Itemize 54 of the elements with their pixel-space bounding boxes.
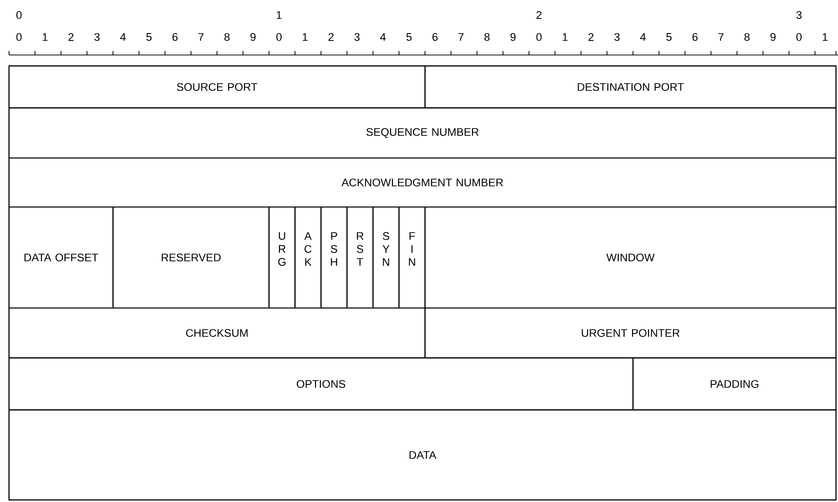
field-cell: WINDOW — [424, 206, 837, 309]
field-cell: RESERVED — [112, 206, 270, 309]
bit-number: 1 — [562, 33, 568, 41]
bit-number: 0 — [796, 33, 802, 41]
bit-number: 2 — [588, 33, 594, 41]
field-cell: DESTINATION PORT — [424, 65, 837, 109]
bit-number: 9 — [510, 33, 516, 41]
bit-number: 8 — [484, 33, 490, 41]
bit-number: 2 — [536, 11, 542, 19]
field-cell: PADDING — [632, 357, 837, 411]
bit-number: 6 — [692, 33, 698, 41]
bit-number: 2 — [328, 33, 334, 41]
flag-cell: FIN — [398, 206, 426, 309]
bit-number: 1 — [42, 33, 48, 41]
bit-number: 7 — [198, 33, 204, 41]
bit-number: 1 — [276, 11, 282, 19]
bit-number: 8 — [744, 33, 750, 41]
bit-number: 4 — [640, 33, 646, 41]
flag-cell: PSH — [320, 206, 348, 309]
bit-number: 5 — [406, 33, 412, 41]
bit-number: 3 — [796, 11, 802, 19]
flag-cell: SYN — [372, 206, 400, 309]
bit-number: 1 — [302, 33, 308, 41]
bit-number: 4 — [380, 33, 386, 41]
bit-number: 6 — [172, 33, 178, 41]
bit-number: 1 — [822, 33, 828, 41]
bit-number: 8 — [224, 33, 230, 41]
field-cell: SOURCE PORT — [8, 65, 426, 109]
bit-number: 0 — [276, 33, 282, 41]
bit-number: 4 — [120, 33, 126, 41]
field-cell: SEQUENCE NUMBER — [8, 107, 837, 159]
bit-number: 3 — [614, 33, 620, 41]
flag-cell: URG — [268, 206, 296, 309]
field-cell: ACKNOWLEDGMENT NUMBER — [8, 157, 837, 208]
bit-number: 9 — [250, 33, 256, 41]
bit-number: 6 — [432, 33, 438, 41]
bit-number: 9 — [770, 33, 776, 41]
bit-number: 7 — [458, 33, 464, 41]
bit-number: 3 — [354, 33, 360, 41]
bit-number: 2 — [68, 33, 74, 41]
field-cell: DATA OFFSET — [8, 206, 114, 309]
flag-cell: ACK — [294, 206, 322, 309]
bit-number: 0 — [16, 11, 22, 19]
field-cell: CHECKSUM — [8, 307, 426, 359]
field-cell: URGENT POINTER — [424, 307, 837, 359]
bit-number: 0 — [536, 33, 542, 41]
flag-cell: RST — [346, 206, 374, 309]
bit-number: 5 — [666, 33, 672, 41]
bit-number: 7 — [718, 33, 724, 41]
bit-number: 0 — [16, 33, 22, 41]
field-cell: DATA — [8, 409, 837, 501]
bit-number: 3 — [94, 33, 100, 41]
bit-number: 5 — [146, 33, 152, 41]
field-cell: OPTIONS — [8, 357, 634, 411]
